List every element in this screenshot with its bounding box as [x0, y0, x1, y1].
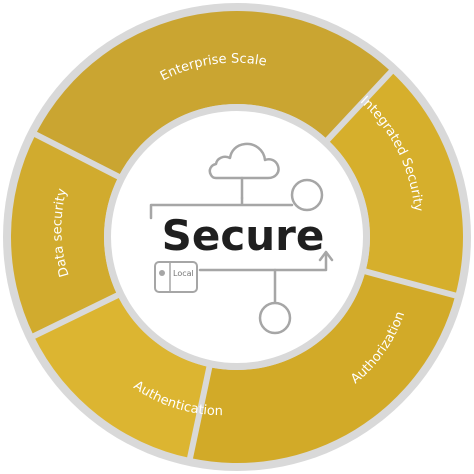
- center-title: Secure: [162, 211, 325, 260]
- segment-integrated-security: [327, 71, 463, 296]
- segment-separator: [324, 68, 395, 144]
- local-indicator-dot: [159, 270, 165, 276]
- segment-separator: [32, 130, 122, 181]
- local-label: Local: [173, 269, 194, 278]
- segment-authorization: [190, 271, 456, 463]
- center-disc: [111, 111, 363, 363]
- separators: [30, 68, 459, 461]
- network-icon: [149, 142, 334, 335]
- segment-separator: [30, 291, 121, 340]
- segment-separator: [186, 364, 213, 461]
- segment-data-security: [11, 134, 119, 337]
- cloud-icon: [208, 142, 280, 180]
- node-circle-bottom: [258, 301, 292, 335]
- local-box: [154, 261, 198, 293]
- connector-line: [149, 196, 294, 220]
- arrow-up-icon: [318, 250, 334, 262]
- segment-separator: [362, 268, 459, 299]
- node-circle-top: [290, 178, 324, 212]
- connector-line: [198, 252, 328, 272]
- segment-authentication: [33, 295, 210, 459]
- segment-enterprise-scale: [35, 11, 392, 177]
- segments: [11, 11, 463, 463]
